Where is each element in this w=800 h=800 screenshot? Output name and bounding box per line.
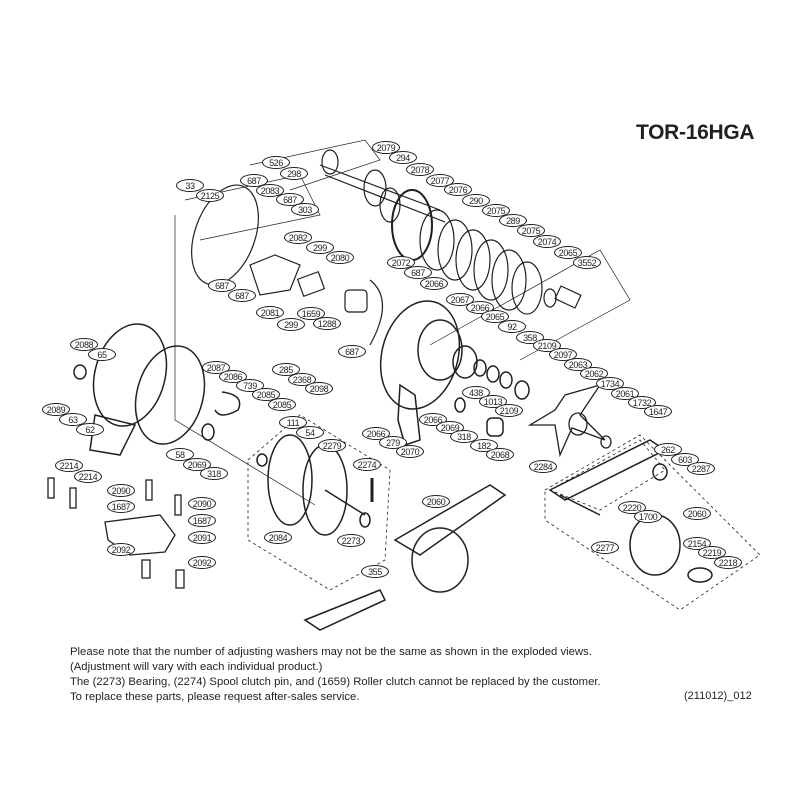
part-label-687: 687 [404,266,432,279]
part-label-54: 54 [296,426,324,439]
part-label-687: 687 [276,193,304,206]
part-label-2067: 2067 [446,293,474,306]
part-label-2077: 2077 [426,174,454,187]
part-label-65: 65 [88,348,116,361]
part-label-1687: 1687 [188,514,216,527]
part-label-687: 687 [338,345,366,358]
part-label-2074: 2074 [533,235,561,248]
part-label-318: 318 [450,430,478,443]
model-title: TOR-16HGA [636,121,755,144]
part-label-2065: 2065 [554,246,582,259]
part-label-2068: 2068 [486,448,514,461]
part-label-2062: 2062 [580,367,608,380]
part-label-63: 63 [59,413,87,426]
note-line: The (2273) Bearing, (2274) Spool clutch … [70,676,601,688]
part-label-1700: 1700 [634,510,662,523]
part-label-111: 111 [279,416,307,429]
part-label-2098: 2098 [305,382,333,395]
part-label-1288: 1288 [313,317,341,330]
part-label-2075: 2075 [517,224,545,237]
document-reference: (211012)_012 [684,690,752,702]
notes-block: Please note that the number of adjusting… [70,645,601,705]
part-label-2279: 2279 [318,439,346,452]
part-label-290: 290 [462,194,490,207]
main-gear-stack [319,149,582,315]
part-label-526: 526 [262,156,290,169]
part-label-2084: 2084 [264,531,292,544]
part-label-318: 318 [200,467,228,480]
part-label-62: 62 [76,423,104,436]
part-label-2070: 2070 [396,445,424,458]
part-label-1659: 1659 [297,307,325,320]
part-label-58: 58 [166,448,194,461]
part-label-3552: 3552 [573,256,601,269]
part-label-2087: 2087 [202,361,230,374]
part-label-2091: 2091 [188,531,216,544]
part-label-2083: 2083 [256,184,284,197]
part-label-294: 294 [389,151,417,164]
part-label-2214: 2214 [74,470,102,483]
part-label-2090: 2090 [188,497,216,510]
part-label-2066: 2066 [420,277,448,290]
part-label-2090: 2090 [107,484,135,497]
part-label-2277: 2277 [591,541,619,554]
side-plate-left [191,184,383,346]
part-label-2060: 2060 [683,507,711,520]
part-label-33: 33 [176,179,204,192]
part-label-2082: 2082 [284,231,312,244]
part-label-687: 687 [208,279,236,292]
note-line: Please note that the number of adjusting… [70,646,592,658]
part-label-2072: 2072 [387,256,415,269]
note-line: (Adjustment will vary with each individu… [70,661,323,673]
part-label-2079: 2079 [372,141,400,154]
part-label-262: 262 [654,443,682,456]
part-label-2075: 2075 [482,204,510,217]
part-label-687: 687 [240,174,268,187]
part-label-92: 92 [498,320,526,333]
part-label-1647: 1647 [644,405,672,418]
part-label-2125: 2125 [196,189,224,202]
part-label-2060: 2060 [422,495,450,508]
part-label-2214: 2214 [55,459,83,472]
part-label-2273: 2273 [337,534,365,547]
left-frame [73,323,241,456]
part-label-298: 298 [280,167,308,180]
part-label-299: 299 [306,241,334,254]
part-label-355: 355 [361,565,389,578]
side-plate-right [379,300,530,446]
part-label-2080: 2080 [326,251,354,264]
part-label-2287: 2287 [687,462,715,475]
part-label-2109: 2109 [495,404,523,417]
dashed-group-boxes [247,414,761,611]
part-label-2218: 2218 [714,556,742,569]
part-label-2097: 2097 [549,348,577,361]
part-label-2085: 2085 [268,398,296,411]
part-label-2092: 2092 [188,556,216,569]
part-label-2078: 2078 [406,163,434,176]
part-label-2076: 2076 [444,183,472,196]
part-label-2089: 2089 [42,403,70,416]
part-label-289: 289 [499,214,527,227]
part-label-2219: 2219 [698,546,726,559]
part-label-2081: 2081 [256,306,284,319]
star-drag [527,383,612,458]
note-line: To replace these parts, please request a… [70,691,360,703]
part-label-2088: 2088 [70,338,98,351]
clamp-and-screws [47,477,185,589]
part-label-1687: 1687 [107,500,135,513]
part-label-2085: 2085 [252,388,280,401]
part-label-2284: 2284 [529,460,557,473]
part-label-687: 687 [228,289,256,302]
part-label-299: 299 [277,318,305,331]
part-label-2092: 2092 [107,543,135,556]
part-label-285: 285 [272,363,300,376]
part-label-2065: 2065 [481,310,509,323]
part-label-303: 303 [291,203,319,216]
spool [256,434,374,536]
part-label-1734: 1734 [596,377,624,390]
part-label-2274: 2274 [353,458,381,471]
